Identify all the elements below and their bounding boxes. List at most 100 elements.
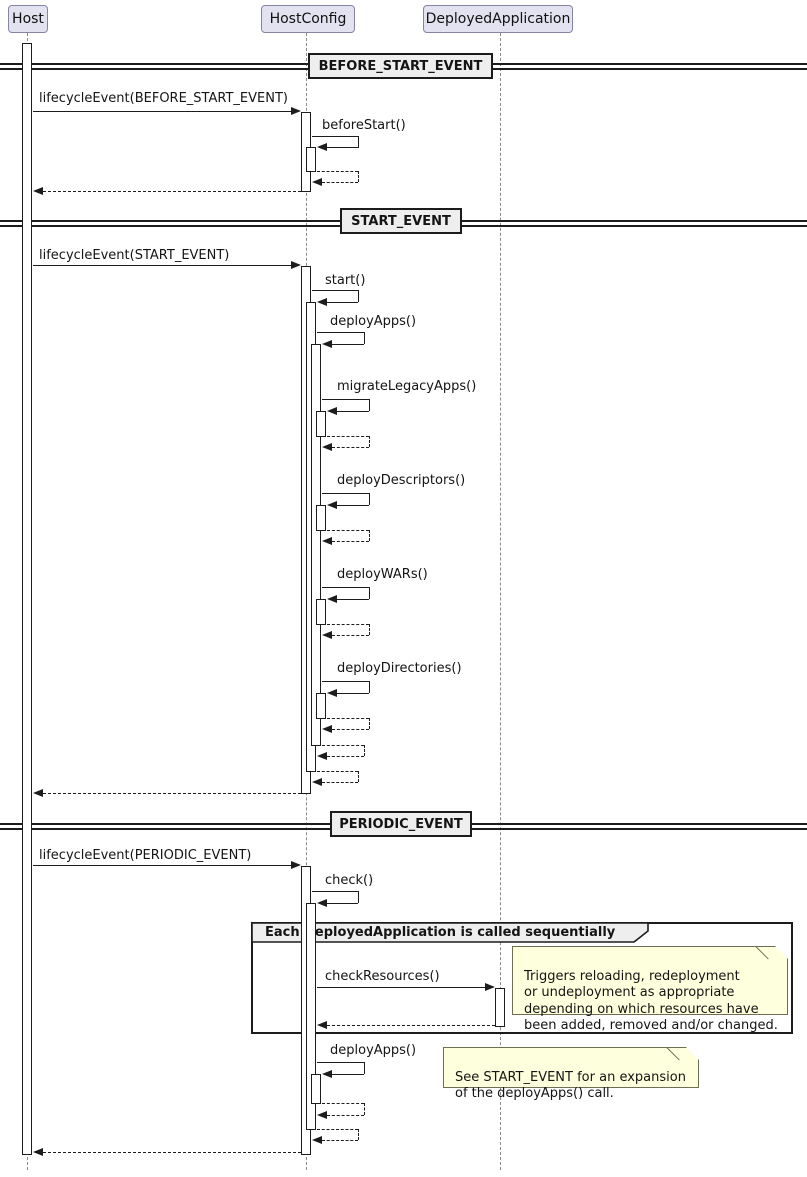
self-return-line — [364, 745, 365, 756]
arrowhead-left — [317, 298, 327, 306]
self-call-line — [312, 290, 358, 291]
self-call-line — [317, 332, 364, 333]
self-return-line — [332, 541, 369, 542]
return-line — [43, 793, 301, 794]
self-call-line — [337, 599, 369, 600]
divider-before-start-event: BEFORE_START_EVENT — [308, 53, 493, 79]
message-label-checkresources: checkResources() — [325, 969, 440, 984]
arrowhead-right — [291, 861, 301, 869]
self-call-line — [312, 136, 358, 137]
message-label-deploywars: deployWARs() — [337, 567, 428, 582]
note-fold-icon — [755, 946, 769, 960]
arrowhead-left — [317, 752, 327, 760]
activation-bar-beforestart — [306, 147, 316, 172]
self-call-line — [369, 493, 370, 505]
self-call-line — [322, 399, 369, 400]
arrowhead-left — [33, 187, 43, 195]
message-label-lifecycle-start: lifecycleEvent(START_EVENT) — [39, 248, 230, 263]
arrowhead-left — [312, 178, 322, 186]
message-label-lifecycle-before-start: lifecycleEvent(BEFORE_START_EVENT) — [39, 91, 288, 106]
note-text: See START_EVENT for an expansion of the … — [455, 1069, 686, 1102]
self-return-line — [322, 1103, 364, 1104]
message-label-beforestart: beforeStart() — [322, 118, 406, 133]
message-label-migratelegacyapps: migrateLegacyApps() — [337, 379, 477, 394]
activation-bar-deploywars — [316, 599, 326, 625]
message-label-lifecycle-periodic: lifecycleEvent(PERIODIC_EVENT) — [39, 848, 252, 863]
arrowhead-left — [322, 725, 332, 733]
activation-bar-deployedapplication — [495, 988, 505, 1027]
activation-bar-check — [306, 903, 316, 1130]
self-return-line — [332, 635, 369, 636]
return-line — [43, 191, 301, 192]
message-label-check: check() — [325, 873, 374, 888]
note-fold-icon — [775, 946, 788, 959]
arrowhead-left — [312, 778, 322, 786]
self-return-line — [322, 1140, 358, 1141]
activation-bar-host — [22, 43, 32, 1155]
message-label-deploydirectories: deployDirectories() — [337, 661, 462, 676]
activation-bar-deploydescriptors — [316, 505, 326, 531]
divider-start-event: START_EVENT — [340, 208, 462, 234]
self-call-line — [322, 587, 369, 588]
self-call-line — [358, 290, 359, 302]
self-return-line — [327, 436, 369, 437]
activation-bar-deployapps — [311, 344, 321, 746]
self-call-line — [332, 344, 364, 345]
arrowhead-left — [322, 1070, 332, 1078]
self-call-line — [364, 332, 365, 344]
arrowhead-left — [33, 1148, 43, 1156]
self-return-line — [317, 171, 358, 172]
return-line — [327, 1025, 495, 1026]
self-return-line — [369, 436, 370, 447]
self-return-line — [327, 718, 369, 719]
self-call-line — [327, 302, 358, 303]
self-call-line — [317, 1062, 364, 1063]
self-call-line — [364, 1062, 365, 1074]
self-return-line — [358, 771, 359, 782]
note-fold-icon — [686, 1047, 699, 1060]
group-title: Each DeployedApplication is called seque… — [265, 925, 616, 940]
arrowhead-left — [317, 143, 327, 151]
lifeline-deployedapplication — [500, 33, 501, 1170]
self-return-line — [332, 729, 369, 730]
participant-host: Host — [8, 5, 48, 33]
self-return-line — [327, 624, 369, 625]
arrowhead-left — [322, 340, 332, 348]
arrowhead-right — [291, 107, 301, 115]
self-return-line — [358, 171, 359, 182]
arrowhead-left — [322, 631, 332, 639]
self-return-line — [364, 1103, 365, 1115]
note-deployapps: See START_EVENT for an expansion of the … — [443, 1047, 699, 1101]
arrowhead-left — [327, 501, 337, 509]
message-line — [33, 265, 291, 266]
self-call-line — [358, 136, 359, 148]
self-return-line — [322, 182, 358, 183]
self-call-line — [337, 505, 369, 506]
activation-bar-migratelegacyapps — [316, 411, 326, 437]
message-label-start: start() — [325, 273, 366, 288]
message-line — [33, 111, 291, 112]
message-label-deployapps: deployApps() — [330, 314, 417, 329]
participant-deployedapplication: DeployedApplication — [423, 5, 573, 33]
self-call-line — [322, 681, 369, 682]
arrowhead-left — [312, 1136, 322, 1144]
self-call-line — [337, 411, 369, 412]
arrowhead-right — [291, 261, 301, 269]
participant-hostconfig: HostConfig — [261, 5, 355, 33]
self-return-line — [369, 718, 370, 729]
self-return-line — [322, 782, 358, 783]
arrowhead-left — [327, 689, 337, 697]
self-return-line — [358, 1129, 359, 1140]
arrowhead-left — [317, 1111, 327, 1119]
self-return-line — [327, 756, 364, 757]
self-call-line — [369, 399, 370, 411]
self-call-line — [327, 147, 358, 148]
self-return-line — [369, 530, 370, 541]
arrowhead-left — [327, 407, 337, 415]
arrowhead-left — [322, 537, 332, 545]
message-line — [33, 865, 291, 866]
self-call-line — [322, 493, 369, 494]
arrowhead-left — [322, 443, 332, 451]
message-label-deploydescriptors: deployDescriptors() — [337, 473, 466, 488]
